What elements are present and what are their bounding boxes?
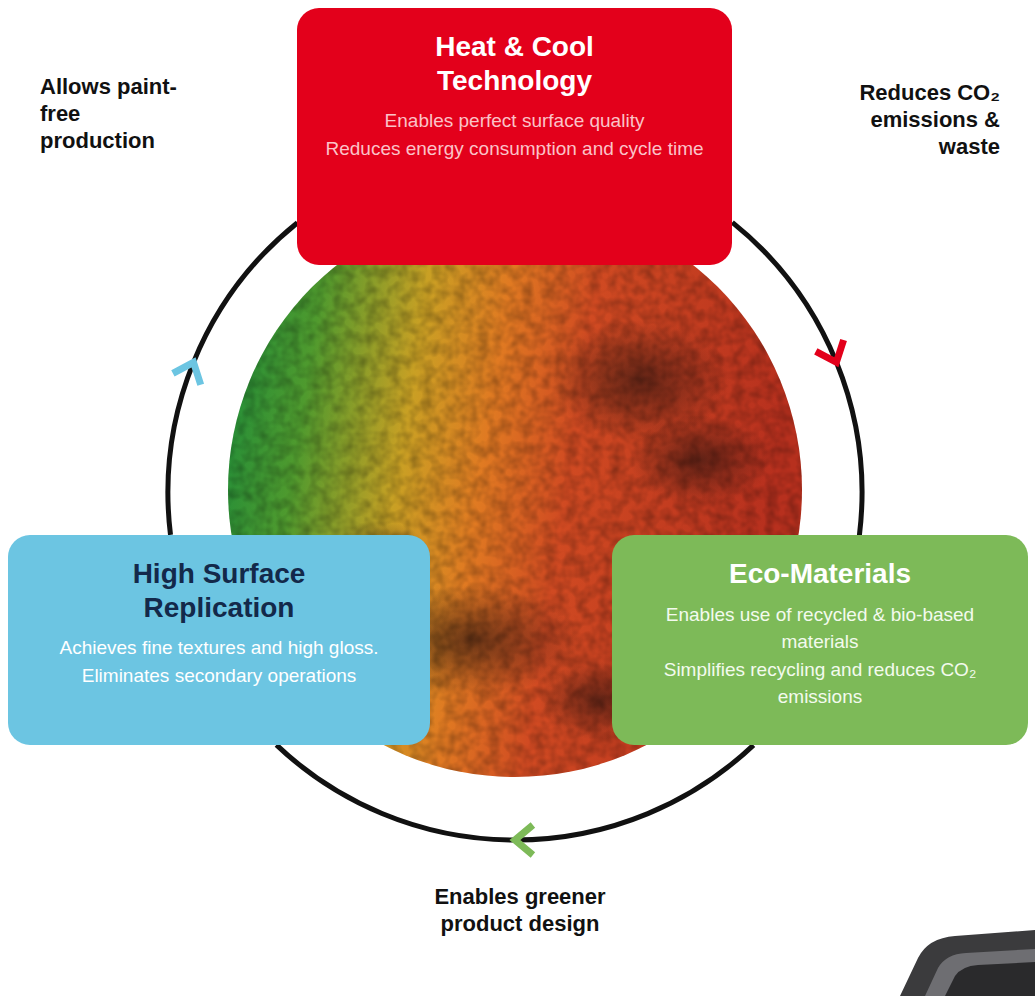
box-heading: High Surface Replication (79, 557, 359, 624)
box-body: Simplifies recycling and reduces CO₂ emi… (630, 656, 1010, 711)
cycle-label: Reduces CO₂ emissions & waste (825, 80, 1000, 160)
arrow-chevron (173, 362, 201, 384)
cycle-label: Allows paint-free production (40, 74, 180, 154)
box-body: Achieves fine textures and high gloss. E… (26, 634, 412, 689)
cycle-arrow (276, 745, 753, 855)
box-body: Enables use of recycled & bio-based mate… (630, 601, 1010, 656)
cycle-arrow (168, 223, 297, 535)
feature-box: Heat & Cool TechnologyEnables perfect su… (297, 8, 732, 265)
feature-box: Eco-MaterialsEnables use of recycled & b… (612, 535, 1028, 745)
feature-box: High Surface ReplicationAchieves fine te… (8, 535, 430, 745)
arrow-chevron (515, 825, 533, 855)
cycle-label: Enables greener product design (400, 884, 640, 938)
box-body: Enables perfect surface quality (385, 107, 645, 135)
box-heading: Heat & Cool Technology (375, 30, 655, 97)
box-body: Reduces energy consumption and cycle tim… (325, 135, 703, 163)
device-corner (900, 930, 1035, 996)
cycle-arrow (732, 222, 862, 535)
box-heading: Eco-Materials (729, 557, 911, 591)
arrow-chevron (816, 340, 844, 362)
